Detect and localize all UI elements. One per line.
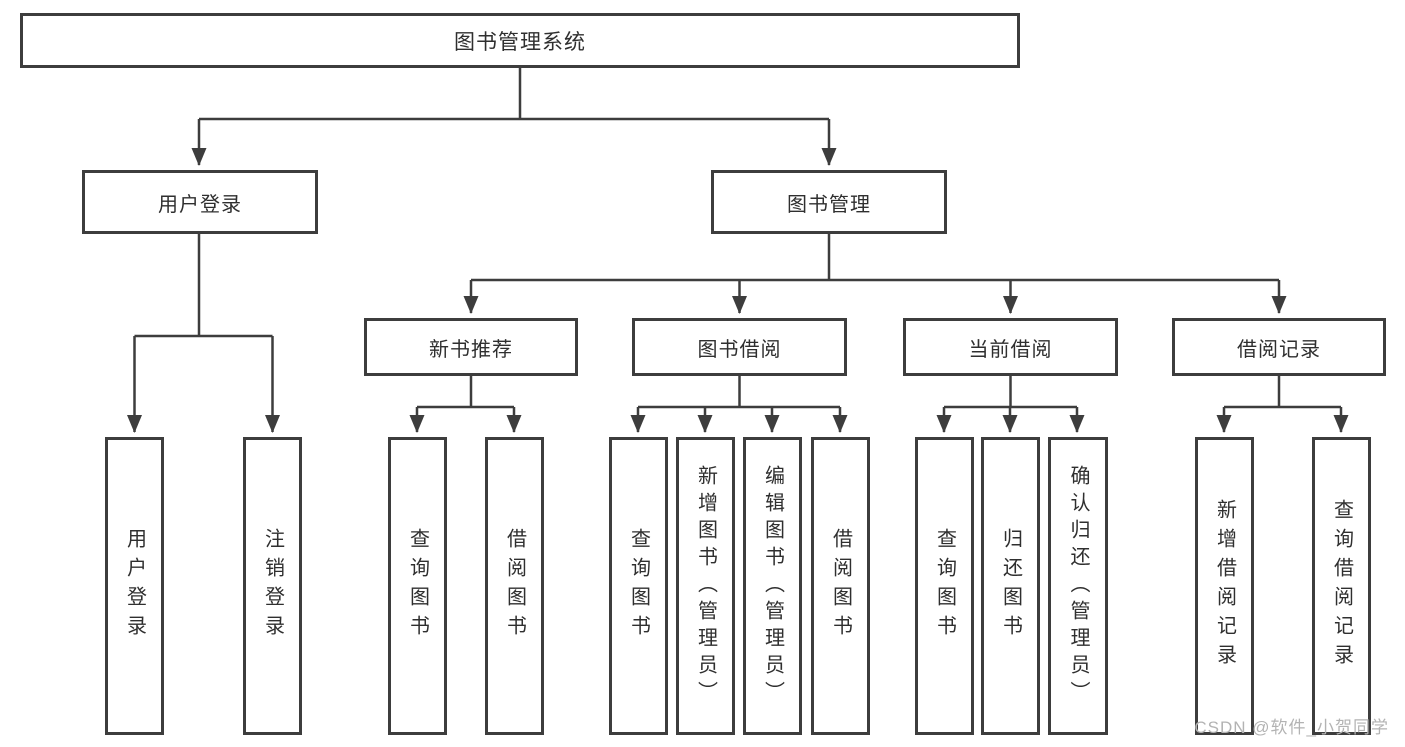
leaf-query-borrow-record: 查询借阅记录 bbox=[1312, 437, 1371, 735]
node-label: 借阅记录 bbox=[1237, 338, 1321, 361]
leaf-user-login: 用户登录 bbox=[105, 437, 164, 735]
node-label: 确认归还（管理员） bbox=[1067, 464, 1089, 708]
node-label: 编辑图书（管理员） bbox=[761, 464, 784, 708]
node-book-borrowing: 图书借阅 bbox=[632, 318, 847, 376]
node-label: 注销登录 bbox=[261, 528, 284, 644]
csdn-watermark: CSDN @软件_小贺同学 bbox=[1194, 718, 1389, 737]
node-label: 查询借阅记录 bbox=[1330, 499, 1353, 673]
node-label: 用户登录 bbox=[158, 193, 242, 216]
node-label: 用户登录 bbox=[123, 528, 146, 644]
leaf-add-books-admin: 新增图书（管理员） bbox=[676, 437, 735, 735]
leaf-add-borrow-record: 新增借阅记录 bbox=[1195, 437, 1254, 735]
leaf-query-books-recommend: 查询图书 bbox=[388, 437, 447, 735]
node-new-book-recommendation: 新书推荐 bbox=[364, 318, 578, 376]
node-label: 图书管理系统 bbox=[454, 30, 586, 54]
node-label: 当前借阅 bbox=[968, 338, 1053, 361]
node-borrowing-records: 借阅记录 bbox=[1172, 318, 1386, 376]
node-label: 新书推荐 bbox=[429, 338, 513, 361]
node-library-management-system: 图书管理系统 bbox=[20, 13, 1020, 68]
node-label: 查询图书 bbox=[627, 528, 650, 644]
leaf-query-books-current: 查询图书 bbox=[915, 437, 974, 735]
leaf-borrow-books-recommend: 借阅图书 bbox=[485, 437, 544, 735]
leaf-confirm-return-admin: 确认归还（管理员） bbox=[1048, 437, 1108, 735]
leaf-edit-books-admin: 编辑图书（管理员） bbox=[743, 437, 802, 735]
leaf-borrow-books: 借阅图书 bbox=[811, 437, 870, 735]
node-label: 查询图书 bbox=[406, 528, 429, 644]
node-label: 借阅图书 bbox=[503, 528, 526, 644]
node-label: 新增借阅记录 bbox=[1213, 499, 1236, 673]
node-label: 新增图书（管理员） bbox=[694, 464, 717, 708]
node-label: 图书借阅 bbox=[697, 338, 782, 361]
node-label: 借阅图书 bbox=[829, 528, 852, 644]
leaf-logout: 注销登录 bbox=[243, 437, 302, 735]
node-label: 图书管理 bbox=[787, 193, 871, 216]
node-book-management: 图书管理 bbox=[711, 170, 947, 234]
node-user-login: 用户登录 bbox=[82, 170, 318, 234]
leaf-query-books-borrowing: 查询图书 bbox=[609, 437, 668, 735]
node-current-borrowing: 当前借阅 bbox=[903, 318, 1118, 376]
node-label: 查询图书 bbox=[933, 528, 956, 644]
node-label: 归还图书 bbox=[999, 528, 1022, 644]
leaf-return-books: 归还图书 bbox=[981, 437, 1040, 735]
